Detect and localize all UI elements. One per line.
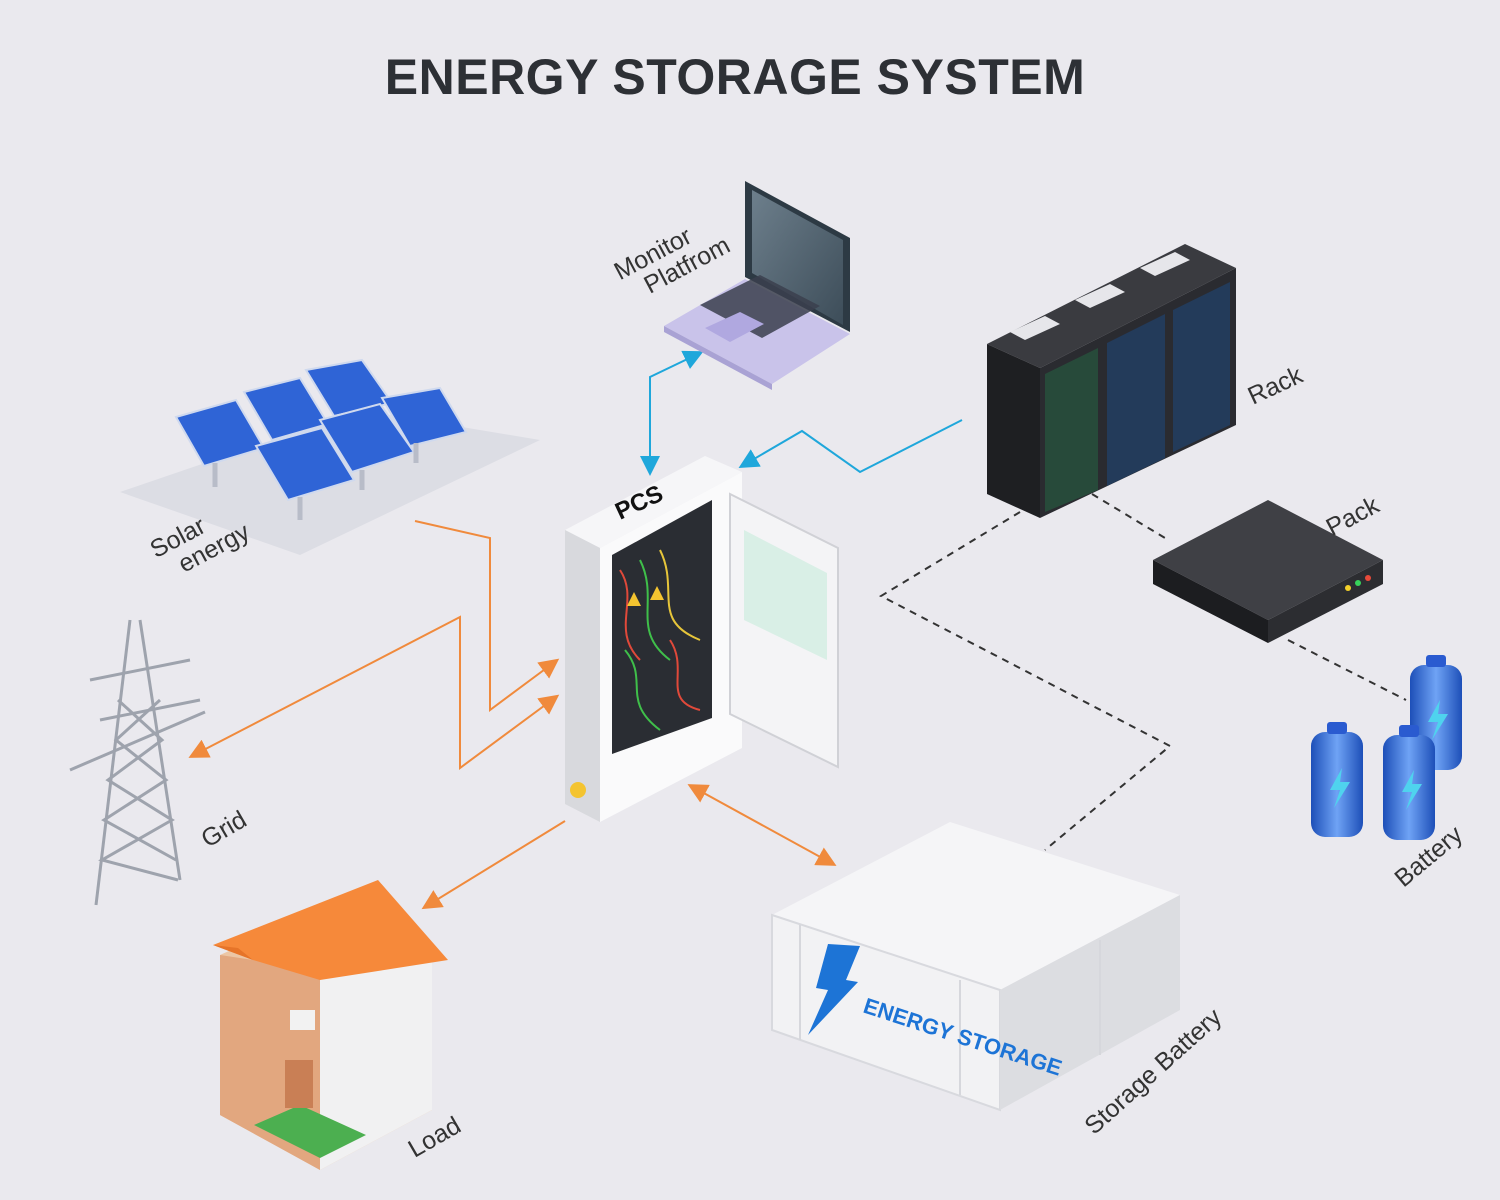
pack-illustration bbox=[1153, 500, 1383, 643]
connectors bbox=[188, 350, 1407, 910]
rack-pack-dashed-link bbox=[1091, 493, 1166, 539]
rack-to-pcs-arrow bbox=[738, 419, 963, 474]
pack-battery-dashed-link bbox=[1287, 639, 1407, 701]
house-illustration bbox=[213, 880, 448, 1170]
solar-to-pcs-arrow bbox=[414, 520, 560, 712]
battery-cell bbox=[1383, 725, 1435, 840]
pcs-cabinet-illustration bbox=[565, 456, 839, 822]
solar-panels-illustration bbox=[120, 358, 540, 555]
pcs-grid-arrow bbox=[188, 615, 560, 770]
battery-cell bbox=[1311, 722, 1363, 837]
rack-illustration bbox=[987, 244, 1236, 518]
page-title: ENERGY STORAGE SYSTEM bbox=[384, 49, 1086, 105]
laptop-illustration bbox=[664, 181, 850, 390]
pcs-storage-arrow bbox=[687, 784, 837, 866]
monitor-pcs-arrow bbox=[640, 350, 704, 476]
pcs-to-load-arrow bbox=[421, 820, 566, 910]
storage-container-illustration bbox=[771, 822, 1180, 1112]
rack-storage-dashed-link bbox=[878, 511, 1172, 851]
battery-cells-illustration bbox=[1311, 655, 1462, 840]
grid-tower-illustration bbox=[69, 619, 206, 906]
